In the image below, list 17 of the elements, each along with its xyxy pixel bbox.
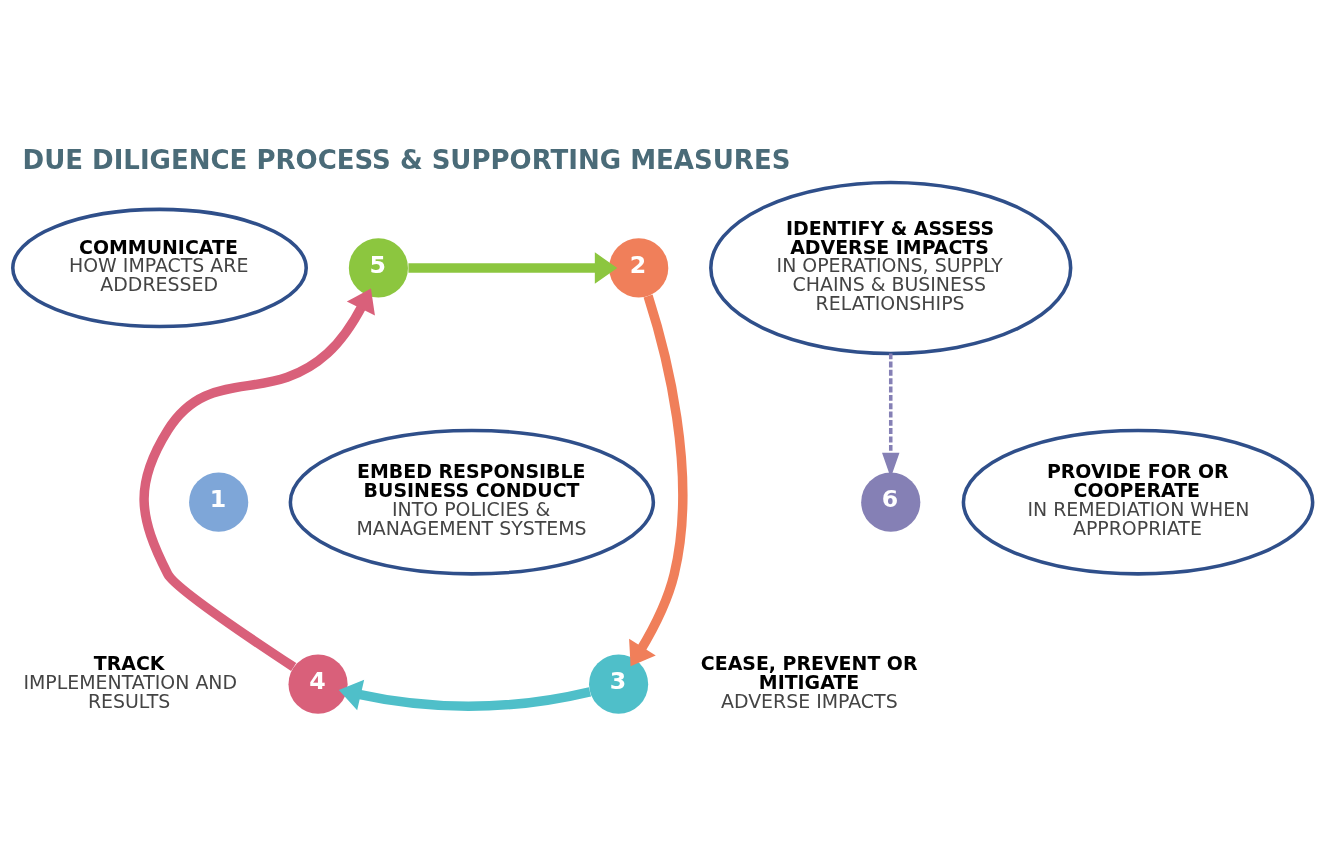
node-text: CEASE, PREVENT OR MITIGATE ADVERSE IMPACTS xyxy=(700,651,918,712)
node-circle: 5 xyxy=(348,237,408,297)
node-circle: 2 xyxy=(609,237,669,297)
node-circle: 1 xyxy=(189,472,249,532)
arrow xyxy=(629,294,688,666)
node-ellipse: PROVIDE FOR OR COOPERATE IN REMEDIATION WHEN APPROPRIATE xyxy=(961,428,1315,576)
diagram-title: DUE DILIGENCE PROCESS & SUPPORTING MEASURES xyxy=(22,144,791,175)
node-ellipse: COMMUNICATE HOW IMPACTS ARE ADDRESSED xyxy=(11,207,308,328)
node-circle: 4 xyxy=(288,654,348,714)
arrow xyxy=(139,287,375,671)
node-text: TRACK IMPLEMENTATION AND RESULTS xyxy=(23,651,238,712)
node-ellipse: IDENTIFY & ASSESS ADVERSE IMPACTS IN OPERATIONS, SUPPLY CHAINS & BUSINESS RELATIONSHIPS xyxy=(709,180,1073,355)
node-circle: 6 xyxy=(861,472,921,532)
node-circle: 3 xyxy=(589,654,649,714)
arrow xyxy=(338,679,591,711)
arrow xyxy=(408,251,618,284)
node-ellipse: EMBED RESPONSIBLE BUSINESS CONDUCT INTO POLICIES & MANAGEMENT SYSTEMS xyxy=(288,428,656,576)
